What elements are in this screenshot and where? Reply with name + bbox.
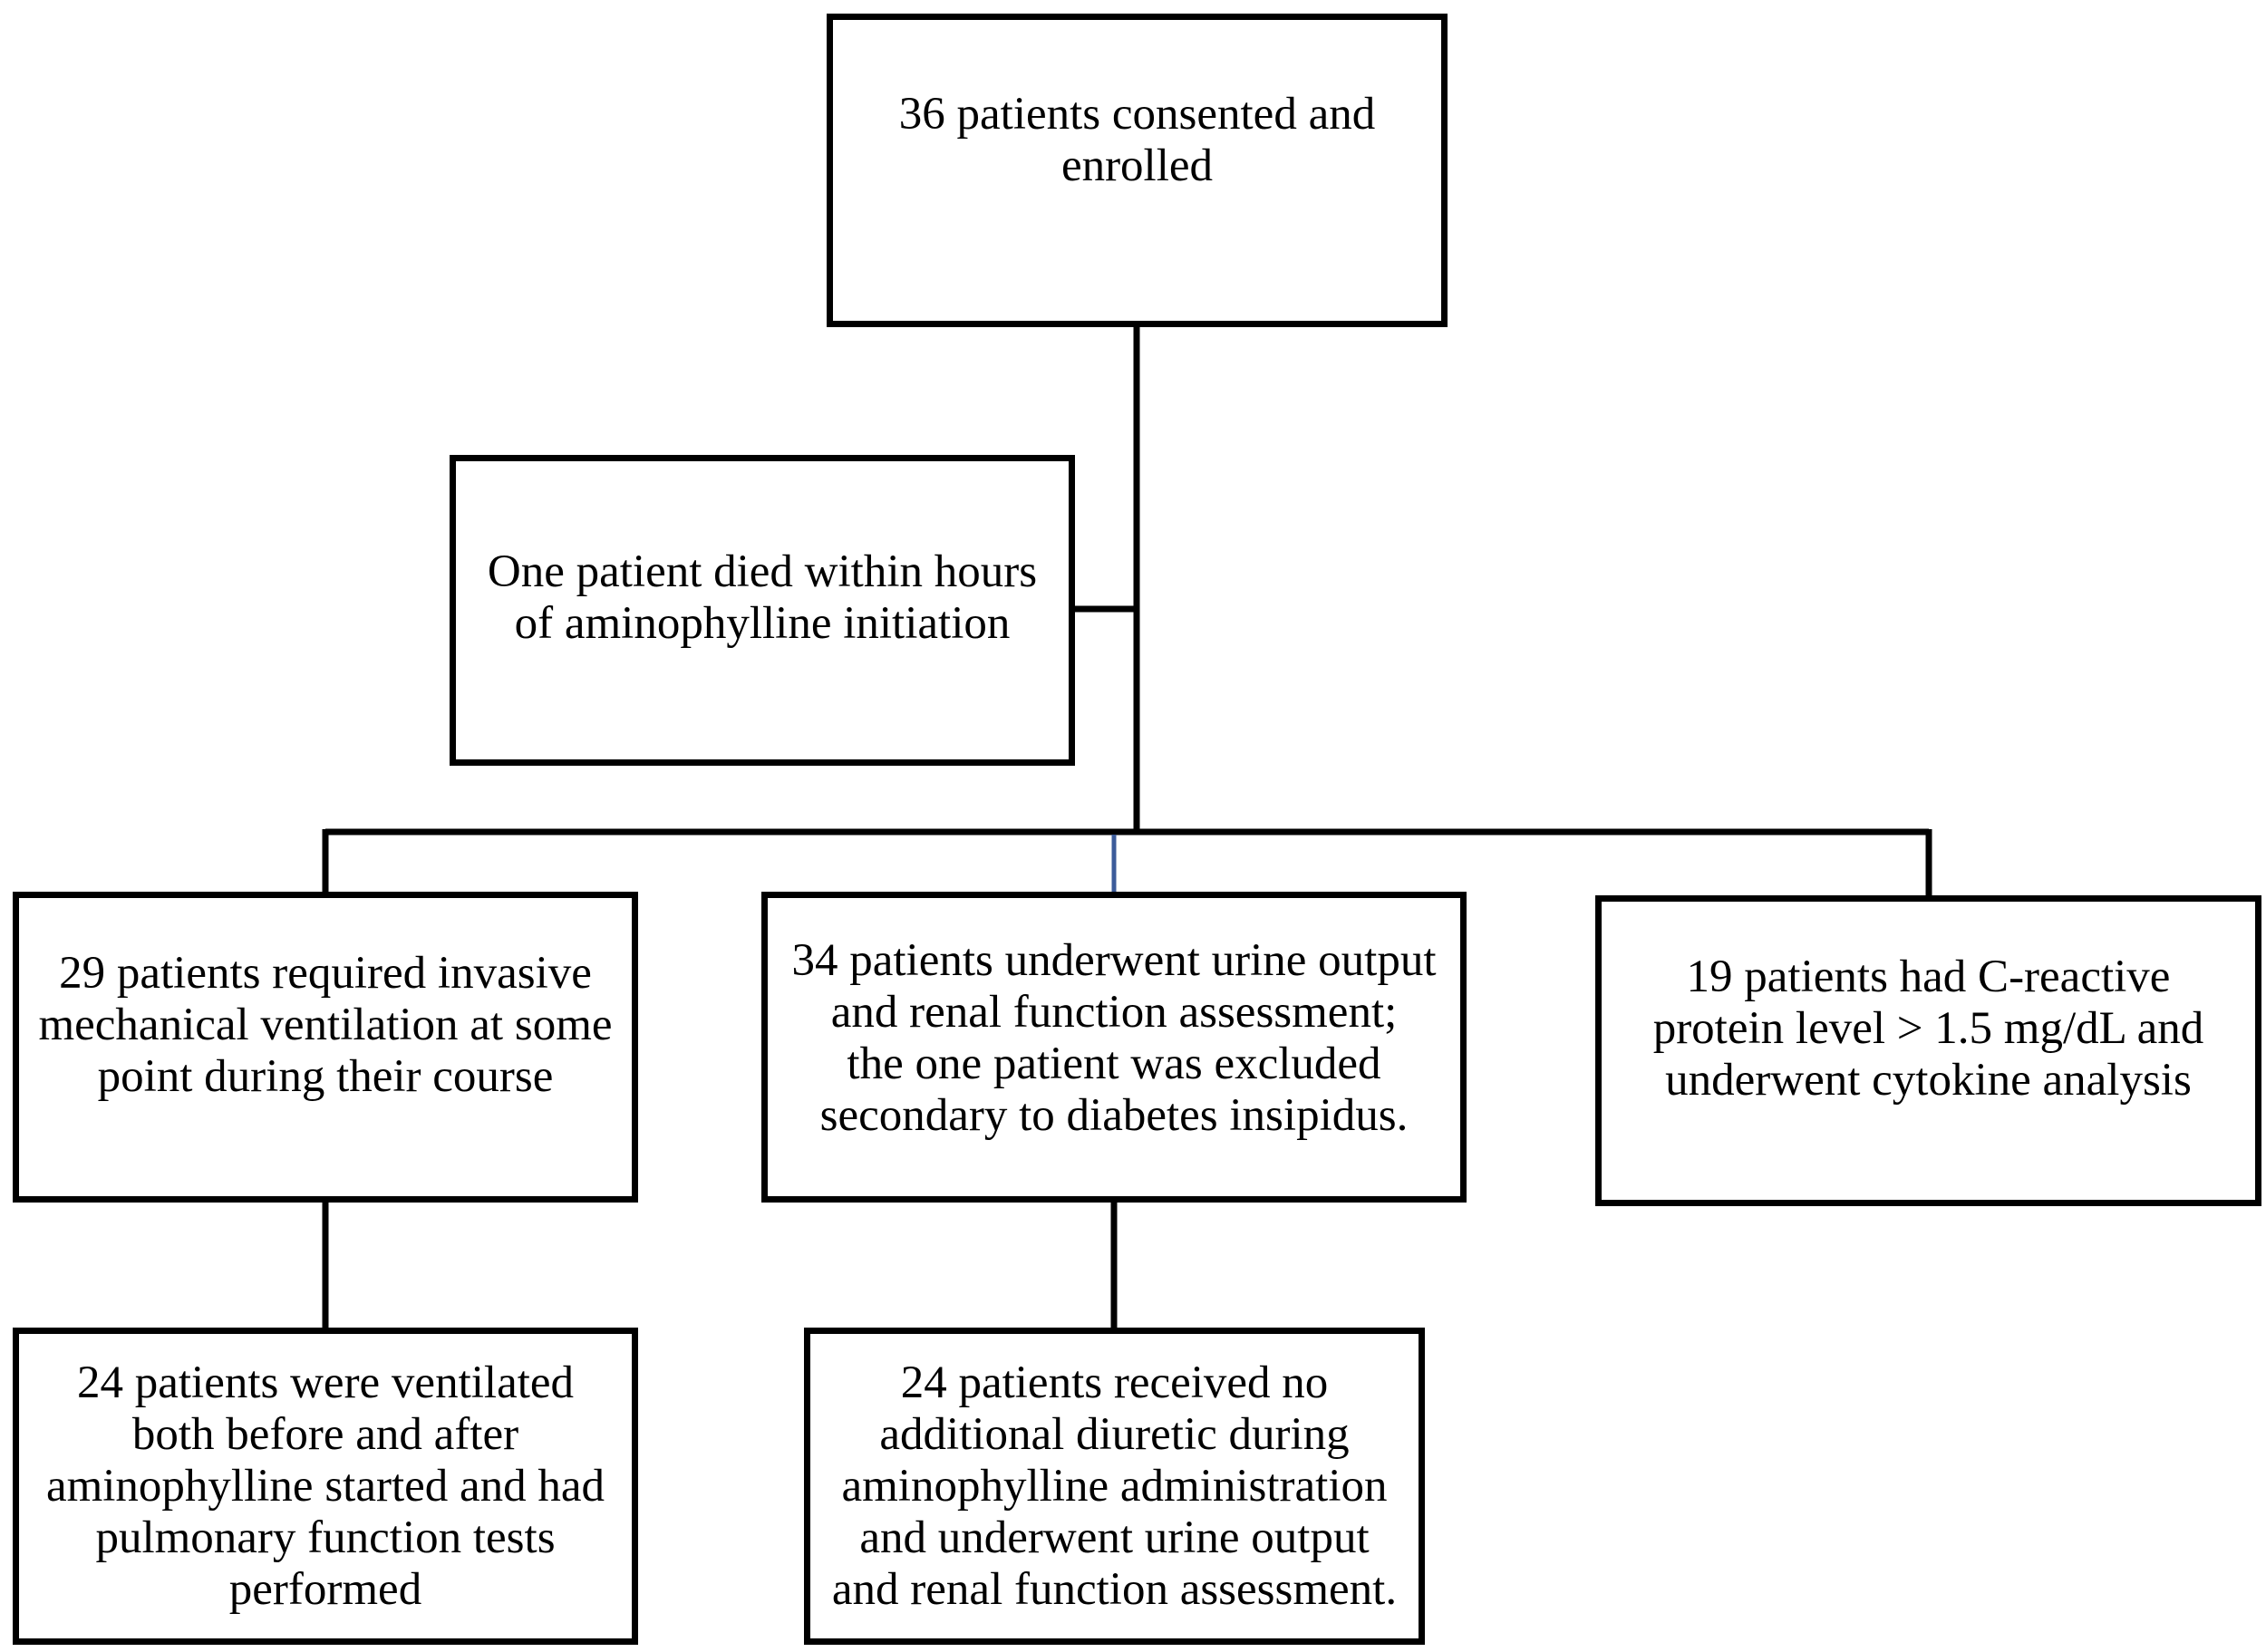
crp-box: 19 patients had C-reactive protein level… — [1595, 895, 2261, 1206]
pft-box: 24 patients were ventilated both before … — [13, 1328, 638, 1645]
died-box: One patient died within hours of aminoph… — [450, 455, 1075, 766]
ventilation-text: 29 patients required invasive mechanical… — [38, 948, 613, 1102]
renal-text: 34 patients underwent urine output and r… — [791, 934, 1437, 1141]
enrolled-box: 36 patients consented and enrolled — [827, 14, 1448, 327]
diuretic-text: 24 patients received no additional diure… — [831, 1357, 1398, 1615]
died-text: One patient died within hours of aminoph… — [487, 546, 1038, 649]
renal-box: 34 patients underwent urine output and r… — [761, 892, 1467, 1203]
pft-text: 24 patients were ventilated both before … — [45, 1357, 605, 1615]
enrolled-text: 36 patients consented and enrolled — [898, 89, 1376, 191]
crp-text: 19 patients had C-reactive protein level… — [1652, 952, 2204, 1106]
ventilation-box: 29 patients required invasive mechanical… — [13, 892, 638, 1203]
diuretic-box: 24 patients received no additional diure… — [804, 1328, 1425, 1645]
